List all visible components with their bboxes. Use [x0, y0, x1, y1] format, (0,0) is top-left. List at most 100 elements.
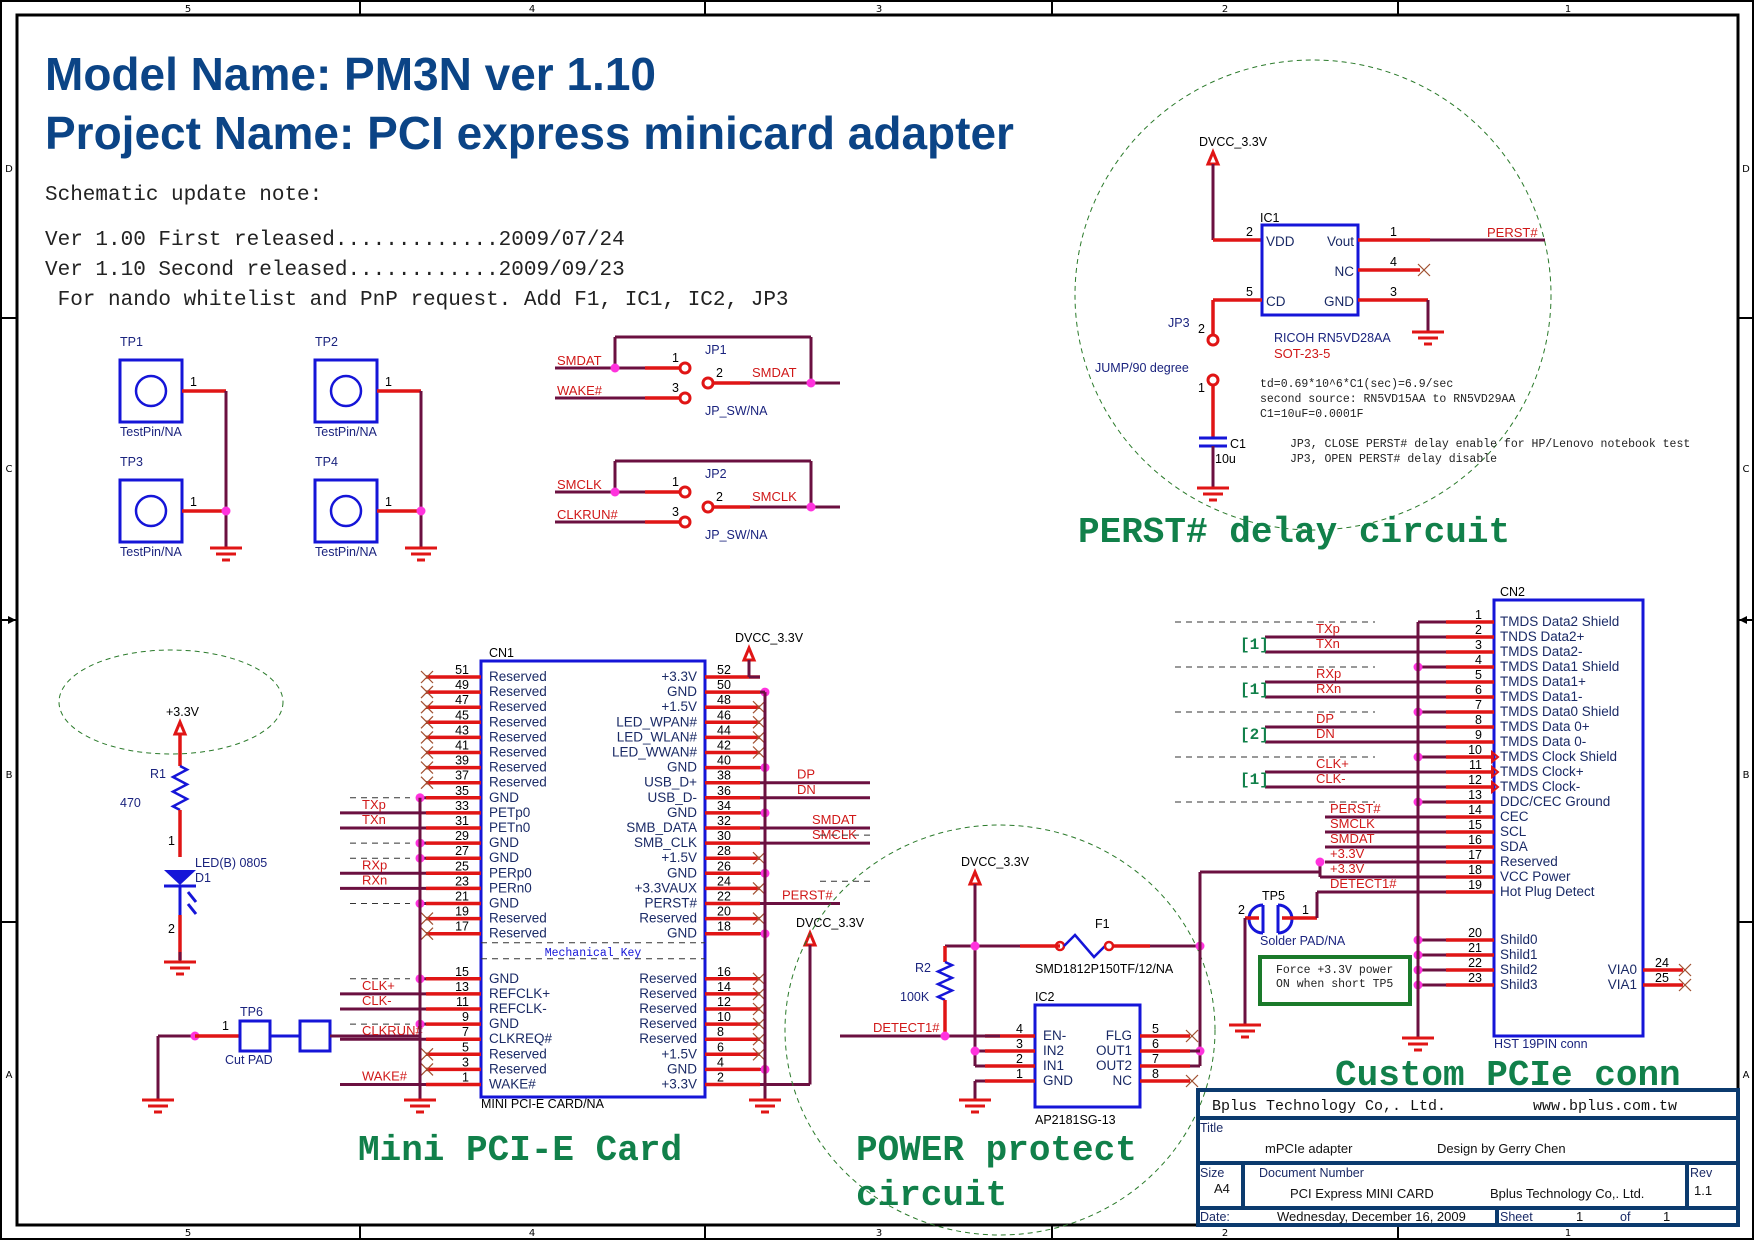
- pin-name: GND: [489, 850, 519, 865]
- resistor-icon: [170, 764, 190, 812]
- no-connect-icon: [752, 715, 766, 729]
- testpin-body: [313, 358, 379, 424]
- circuit-highlight-ellipse: [58, 649, 284, 755]
- junction-dot: [221, 506, 231, 516]
- update-note-line: Ver 1.00 First released.............2009…: [45, 229, 625, 252]
- testpin-value: TestPin/NA: [120, 425, 182, 439]
- sheet-number: 1: [1576, 1209, 1583, 1224]
- pin-number: 2: [717, 1071, 724, 1085]
- pin-number: 2: [1475, 623, 1482, 637]
- connector-body: [479, 659, 707, 1099]
- pin-number: 44: [717, 723, 731, 737]
- testpin-pad-icon: [134, 374, 168, 408]
- net-label: SMCLK: [557, 477, 602, 492]
- timing-note: C1=10uF=0.0001F: [1260, 408, 1364, 421]
- fuse-body: [1063, 933, 1106, 959]
- note-text: Force +3.3V power: [1276, 964, 1393, 977]
- power-net-label: DVCC_3.3V: [796, 916, 865, 930]
- pin-number: 9: [462, 1010, 469, 1024]
- pin-name: TMDS Data 0-: [1500, 734, 1586, 749]
- pin-number: 1: [1475, 608, 1482, 622]
- pin-number: 1: [385, 495, 392, 509]
- jumper-pin-icon: [678, 391, 692, 405]
- pin-number: 28: [717, 844, 731, 858]
- testpin-body: [118, 358, 184, 424]
- net-label: CLK+: [1316, 756, 1349, 771]
- pin-name: Reserved: [489, 911, 547, 926]
- net-label: RXn: [362, 872, 387, 887]
- row-label: A: [6, 1070, 13, 1081]
- pin-name: PETn0: [489, 820, 530, 835]
- pin-number: 9: [1475, 728, 1482, 742]
- pin-number: 1: [168, 834, 175, 848]
- net-label: SMDAT: [752, 365, 797, 380]
- pin-number: 21: [455, 890, 469, 904]
- pin-number: 20: [717, 905, 731, 919]
- pin-name: Shild3: [1500, 977, 1538, 992]
- nc-mark: [420, 715, 434, 729]
- no-connect-icon: [752, 881, 766, 895]
- pin-arrow-icon: [1491, 764, 1500, 780]
- pin-number: 6: [1152, 1037, 1159, 1051]
- pin-number: 3: [1016, 1037, 1023, 1051]
- power-net-label: DVCC_3.3V: [1199, 135, 1268, 149]
- net-label: DETECT1#: [1330, 876, 1397, 891]
- jumper-pin-icon: [678, 515, 692, 529]
- pin-number: 8: [1475, 713, 1482, 727]
- no-connect-icon: [752, 1047, 766, 1061]
- pin-number: 39: [455, 754, 469, 768]
- pin-name: +3.3VAUX: [635, 880, 697, 895]
- nc-mark: [1678, 978, 1692, 992]
- pin-number: 1: [1302, 903, 1309, 917]
- cut-pad-body: [298, 1019, 332, 1053]
- power-arrow-icon: DVCC_3.3V: [796, 916, 865, 947]
- no-connect-icon: [752, 700, 766, 714]
- net-label: TXn: [362, 812, 386, 827]
- ground-icon: [1412, 322, 1444, 346]
- capacitor-icon: [1199, 436, 1227, 448]
- pin-number: 5: [1246, 285, 1253, 299]
- pin-name: +1.5V: [661, 1046, 697, 1061]
- no-connect-icon: [420, 912, 434, 926]
- jumper-pin-icon: [1206, 333, 1220, 347]
- pin-number: 5: [1475, 668, 1482, 682]
- nc-mark: [420, 761, 434, 775]
- pin-number: 15: [455, 965, 469, 979]
- nc-mark: [752, 972, 766, 986]
- column-label: 4: [529, 4, 535, 15]
- title-label: Title: [1200, 1121, 1223, 1135]
- net-label: TXp: [362, 797, 386, 812]
- testpin-value: TestPin/NA: [315, 425, 377, 439]
- size-value: A4: [1214, 1181, 1230, 1196]
- pin-name: Reserved: [639, 1031, 697, 1046]
- jumper-note: JP3, OPEN PERST# delay disable: [1290, 453, 1497, 466]
- pin-name: GND: [667, 926, 697, 941]
- testpin-ref: TP4: [315, 455, 338, 469]
- no-connect-icon: [420, 685, 434, 699]
- pin-number: 35: [455, 784, 469, 798]
- junction-dot: [610, 363, 620, 373]
- pin-name: GND: [667, 1061, 697, 1076]
- jumper-value: JP_SW/NA: [705, 404, 768, 418]
- ground-icon: [142, 1090, 174, 1114]
- connector-value: HST 19PIN conn: [1494, 1037, 1588, 1051]
- pin-number: 29: [455, 829, 469, 843]
- nc-mark: [1185, 1029, 1199, 1043]
- ground-icon: [1229, 1015, 1261, 1039]
- net-label: SMDAT: [557, 353, 602, 368]
- net-label: TXn: [1316, 636, 1340, 651]
